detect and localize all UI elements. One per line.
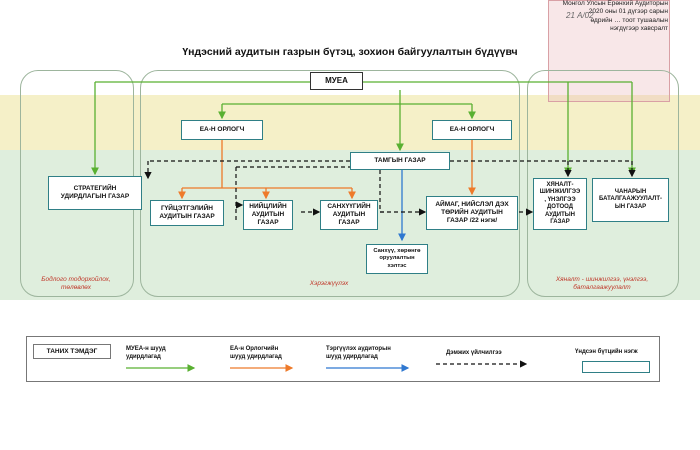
node-aimag-label: АЙМАГ, НИЙСЛЭЛ ДЭХ ТӨРИЙН АУДИТЫН ГАЗАР …	[435, 200, 509, 225]
node-aimag: АЙМАГ, НИЙСЛЭЛ ДЭХ ТӨРИЙН АУДИТЫН ГАЗАР …	[426, 196, 518, 230]
node-khyanalt-label: ХЯНАЛТ- ШИНЖИЛГЭЭ , ҮНЭЛГЭЭ ДОТООД АУДИТ…	[539, 181, 581, 226]
legend-title: ТАНИХ ТЭМДЭГ	[33, 344, 111, 359]
stamp-line-3: өдрийн … тоот тушаалын	[590, 16, 668, 24]
node-chanaryn: ЧАНАРЫН БАТАЛГААЖУУЛАЛТ- ЫН ГАЗАР	[592, 178, 669, 222]
node-ea-deputy-left: ЕА-Н ОРЛОГЧ	[181, 120, 263, 140]
node-ea-deputy-left-label: ЕА-Н ОРЛОГЧ	[199, 125, 245, 133]
stamp-line-1: Монгол Улсын Ерөнхий Аудиторын	[562, 0, 668, 7]
legend-item-main-unit: Үндсэн бүтцийн нэгж	[575, 349, 638, 355]
node-ea-deputy-right: ЕА-Н ОРЛОГЧ	[432, 120, 512, 140]
node-strategy-label: СТРАТЕГИЙН УДИРДЛАГЫН ГАЗАР	[60, 184, 130, 200]
node-sankhuu-sub: Санхүү, хөрөнгө оруулалтын хэлтэс	[366, 244, 428, 274]
node-muea: МУЕА	[310, 72, 363, 90]
region-right-label: Хяналт - шинжилгээ, үнэлгээ, баталгаажуу…	[555, 276, 649, 292]
node-sankhuugiin-label: САНХҮҮГИЙН АУДИТЫН ГАЗАР	[327, 202, 371, 227]
legend-panel	[26, 336, 660, 382]
node-guitsetgeliin: ГҮЙЦЭТГЭЛИЙН АУДИТЫН ГАЗАР	[150, 200, 224, 226]
stamp-text: Монгол Улсын Ерөнхий Аудиторын 2020 оны …	[563, 0, 668, 34]
region-right	[527, 70, 679, 297]
legend-item-ea-deputy: ЕА-н Орлогчийн шууд удирдлагад	[230, 346, 282, 360]
stamp-line-4: нэгдүгээр хавсралт	[610, 25, 668, 33]
node-niitsliin-label: НИЙЦЛИЙН АУДИТЫН ГАЗАР	[249, 202, 287, 227]
region-center-label: Хэрэгжүүлэх	[309, 280, 349, 287]
region-left-label: Бодлого тодорхойлох, төлөвлөх	[41, 276, 111, 292]
node-tamgyn-gazar: ТАМГЫН ГАЗАР	[350, 152, 450, 170]
node-strategy: СТРАТЕГИЙН УДИРДЛАГЫН ГАЗАР	[48, 176, 142, 210]
node-tamgyn-gazar-label: ТАМГЫН ГАЗАР	[374, 156, 426, 164]
legend-item-muea: МУЕА-н шууд удирдлагад	[126, 346, 166, 360]
node-sankhuu-sub-label: Санхүү, хөрөнгө оруулалтын хэлтэс	[373, 248, 421, 269]
node-chanaryn-label: ЧАНАРЫН БАТАЛГААЖУУЛАЛТ- ЫН ГАЗАР	[598, 188, 662, 210]
legend-main-unit-box	[582, 361, 650, 373]
node-ea-deputy-right-label: ЕА-Н ОРЛОГЧ	[449, 125, 495, 133]
node-khyanalt: ХЯНАЛТ- ШИНЖИЛГЭЭ , ҮНЭЛГЭЭ ДОТООД АУДИТ…	[533, 178, 587, 230]
node-muea-label: МУЕА	[325, 76, 348, 85]
stamp-handwritten: 21 А/02	[566, 11, 594, 20]
diagram-title: Үндэсний аудитын газрын бүтэц, зохион ба…	[182, 46, 518, 58]
node-guitsetgeliin-label: ГҮЙЦЭТГЭЛИЙН АУДИТЫН ГАЗАР	[159, 204, 215, 220]
legend-item-support: Дэмжих үйлчилгээ	[446, 350, 502, 356]
stamp-line-2: 2020 оны 01 дүгээр сарын	[588, 8, 668, 16]
node-sankhuugiin: САНХҮҮГИЙН АУДИТЫН ГАЗАР	[320, 200, 378, 230]
node-niitsliin: НИЙЦЛИЙН АУДИТЫН ГАЗАР	[243, 200, 293, 230]
legend-item-lead-auditor: Тэргүүлэх аудиторын шууд удирдлагад	[326, 346, 391, 360]
